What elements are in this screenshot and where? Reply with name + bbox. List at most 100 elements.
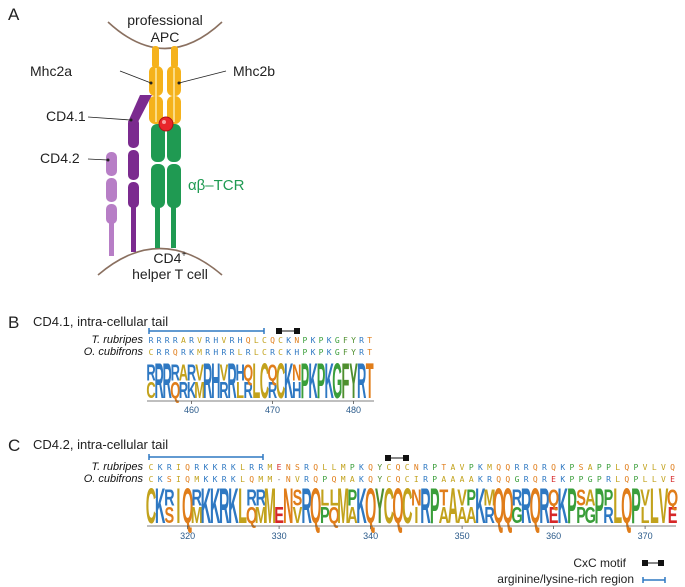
logo-letter: P xyxy=(576,504,586,529)
logo-letter: V xyxy=(220,359,229,385)
residue: R xyxy=(359,336,364,345)
logo-letter: M xyxy=(194,377,205,403)
residue: R xyxy=(230,336,235,345)
residue: P xyxy=(302,336,307,345)
mhc2a-dot xyxy=(149,81,153,85)
logo-letter: A xyxy=(448,478,458,534)
logo-letter: R xyxy=(187,359,197,385)
residue: V xyxy=(661,475,666,484)
logo-letter: I xyxy=(176,478,180,534)
residue: Q xyxy=(249,475,254,484)
tcell-membrane xyxy=(97,247,223,276)
residue: Q xyxy=(313,475,318,484)
logo-letter: M xyxy=(337,478,349,534)
residue: V xyxy=(460,463,465,472)
residue: G xyxy=(335,336,340,345)
logo-letter: R xyxy=(227,353,236,409)
logo-letter: R xyxy=(163,353,172,409)
cd42-domain3 xyxy=(106,204,117,224)
residue: V xyxy=(643,463,648,472)
residue: R xyxy=(270,348,275,357)
residue: Y xyxy=(351,336,356,345)
residue: G xyxy=(335,348,340,357)
residue: R xyxy=(167,463,172,472)
logo-letter: Q xyxy=(328,504,339,529)
residue: P xyxy=(597,475,602,484)
logo-letter: M xyxy=(484,486,496,511)
residue: A xyxy=(451,475,456,484)
residue: Y xyxy=(377,475,382,484)
logo-letter: R xyxy=(357,353,366,409)
residue: R xyxy=(515,463,520,472)
residue: P xyxy=(319,348,324,357)
residue: R xyxy=(524,463,529,472)
residue: K xyxy=(213,463,218,472)
logo-letter: K xyxy=(187,377,197,403)
residue: C xyxy=(262,336,267,345)
cd41-domain1 xyxy=(128,118,139,148)
logo-letter: N xyxy=(292,359,301,385)
residue: N xyxy=(286,475,291,484)
logo-letter: K xyxy=(284,353,294,409)
residue: P xyxy=(322,475,327,484)
residue: C xyxy=(405,475,410,484)
axis-tick-label: 480 xyxy=(346,405,361,415)
cd42-stalk xyxy=(109,222,114,256)
residue: R xyxy=(157,336,162,345)
logo-letter: R xyxy=(512,486,523,511)
logo-letter: H xyxy=(292,377,301,403)
residue: Q xyxy=(533,463,538,472)
logo-letter: E xyxy=(668,504,678,529)
residue: P xyxy=(569,463,574,472)
residue: V xyxy=(295,475,300,484)
logo-letter: K xyxy=(475,478,486,534)
logo-letter: A xyxy=(457,504,468,529)
logo-letter: I xyxy=(414,504,418,529)
logo-letter: K xyxy=(210,478,221,534)
residue: K xyxy=(231,463,236,472)
residue: L xyxy=(322,463,327,472)
c-cxc-right xyxy=(403,455,409,461)
residue: R xyxy=(157,348,162,357)
cd42-molecule xyxy=(106,152,117,256)
logo-letter: P xyxy=(604,486,614,511)
residue: N xyxy=(294,336,299,345)
logo-letter: C xyxy=(384,478,394,534)
residue: L xyxy=(238,348,243,357)
residue: R xyxy=(205,348,210,357)
axis-tick-label: 330 xyxy=(272,531,287,541)
tcr-alpha-domain1 xyxy=(151,124,165,162)
residue: Q xyxy=(332,475,337,484)
logo-letter: T xyxy=(366,353,374,409)
cd42-label: CD4.2 xyxy=(40,150,80,166)
residue: L xyxy=(332,463,337,472)
residue: R xyxy=(606,475,611,484)
logo-letter: R xyxy=(219,377,229,403)
axis-tick-label: 360 xyxy=(546,531,561,541)
residue: K xyxy=(560,463,565,472)
contact-point xyxy=(158,116,174,132)
residue: K xyxy=(158,475,163,484)
residue: M xyxy=(487,463,492,472)
residue: Y xyxy=(377,463,382,472)
logo-letter: P xyxy=(317,353,326,409)
residue: C xyxy=(386,463,391,472)
residue: A xyxy=(469,475,474,484)
logo-letter: A xyxy=(466,504,477,529)
apc-membrane xyxy=(107,21,223,50)
residue: T xyxy=(367,336,372,345)
logo-letter: V xyxy=(293,504,303,529)
tcell-label-line2: helper T cell xyxy=(132,266,208,282)
residue: Q xyxy=(313,463,318,472)
residue: C xyxy=(386,475,391,484)
logo-letter: S xyxy=(576,486,586,511)
logo-letter: C xyxy=(146,377,155,403)
legend-arglys-label: arginine/lysine-rich region xyxy=(497,572,634,586)
logo-letter: N xyxy=(411,486,421,511)
b-species2: O. cubifrons xyxy=(84,346,144,358)
logo-letter: P xyxy=(430,478,440,534)
residue: C xyxy=(405,463,410,472)
residue: A xyxy=(460,475,465,484)
